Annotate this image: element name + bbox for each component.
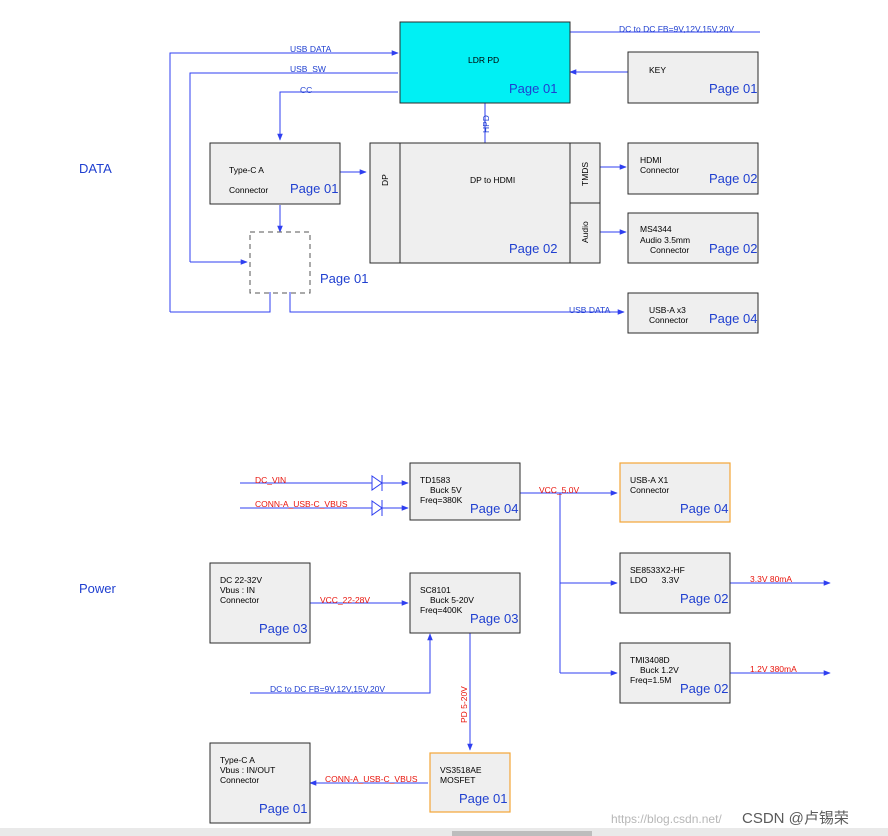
watermark-url: https://blog.csdn.net/ [611,812,722,826]
usb-a-x1-line2: Connector [630,485,669,495]
dc-in-line2: Vbus : IN [220,585,255,595]
diode-dc-vin-icon [371,475,383,491]
tmi3408d-line2: Buck 1.2V [640,665,679,675]
sc8101-block: SC8101 Buck 5-20V Freq=400K Page 03 [409,572,521,634]
usb-a-x3-block: USB-A x3 Connector Page 04 [627,292,759,334]
sc8101-line1: SC8101 [420,585,451,595]
signal-cc: CC [300,85,312,95]
td1583-block: TD1583 Buck 5V Freq=380K Page 04 [409,462,521,521]
dp-to-hdmi-block: DP to HDMI Page 02 DP TMDS Audio [369,142,601,264]
net-3v3: 3.3V 80mA [750,574,792,584]
signal-usb-sw: USB_SW [290,64,326,74]
dp-to-hdmi-label: DP to HDMI [470,175,515,185]
usb-a-x3-line2: Connector [649,315,688,325]
dc-in-block: DC 22-32V Vbus : IN Connector Page 03 [209,562,311,644]
net-1v2: 1.2V 380mA [750,664,797,674]
dc-in-line3: Connector [220,595,259,605]
se8533-line1: SE8533X2-HF [630,565,685,575]
tmi3408d-block: TMI3408D Buck 1.2V Freq=1.5M Page 02 [619,642,731,704]
dp-to-hdmi-page: Page 02 [509,241,557,256]
sc8101-line3: Freq=400K [420,605,463,615]
ms4344-line1: MS4344 [640,224,672,234]
dp-port-label: DP [380,174,390,186]
td1583-line1: TD1583 [420,475,451,485]
type-c-out-line3: Connector [220,775,259,785]
key-label: KEY [649,65,666,75]
net-dc-vin: DC_VIN [255,475,286,485]
type-c-out-line2: Vbus : IN/OUT [220,765,275,775]
tmi3408d-line3: Freq=1.5M [630,675,671,685]
usb-a-x3-page: Page 04 [709,311,757,326]
td1583-line2: Buck 5V [430,485,462,495]
type-c-out-page: Page 01 [259,801,307,816]
key-block: KEY Page 01 [627,51,759,104]
se8533-block: SE8533X2-HF LDO 3.3V Page 02 [619,552,731,614]
ms4344-page: Page 02 [709,241,757,256]
key-page: Page 01 [709,81,757,96]
dc-in-line1: DC 22-32V [220,575,262,585]
net-conn-vbus-out: CONN-A_USB-C_VBUS [325,774,418,784]
switch-page: Page 01 [320,271,368,286]
signal-usb-data-out: USB DATA [569,305,611,315]
type-c-a-page: Page 01 [290,181,338,196]
type-c-a-line2: Connector [229,185,268,195]
se8533-page: Page 02 [680,591,728,606]
net-vcc-5v: VCC_5.0V [539,485,579,495]
vs3518ae-line2: MOSFET [440,775,475,785]
usb-a-x1-page: Page 04 [680,501,728,516]
type-c-out-block: Type-C A Vbus : IN/OUT Connector Page 01 [209,742,311,824]
type-c-a-block: Type-C A Connector Page 01 [209,142,341,205]
hdmi-line2: Connector [640,165,679,175]
power-wires [240,480,831,786]
ms4344-line2: Audio 3.5mm [640,235,690,245]
ms4344-block: MS4344 Audio 3.5mm Connector Page 02 [627,212,759,264]
watermark-brand: CSDN @卢锡荣 [742,810,849,827]
vs3518ae-block: VS3518AE MOSFET Page 01 [429,752,511,813]
dc-in-page: Page 03 [259,621,307,636]
td1583-line3: Freq=380K [420,495,463,505]
net-dc-to-dc-fb: DC to DC FB=9V,12V,15V,20V [270,684,385,694]
ldr-pd-label: LDR PD [468,55,499,65]
se8533-line2: LDO 3.3V [630,575,679,585]
net-vcc-22-28: VCC_22-28V [320,595,370,605]
horizontal-scrollbar[interactable] [0,828,888,836]
signal-dc-to-dc-fb: DC to DC FB=9V,12V,15V,20V [619,24,734,34]
usb-a-x1-block: USB-A X1 Connector Page 04 [619,462,731,523]
tmi3408d-page: Page 02 [680,681,728,696]
vs3518ae-line1: VS3518AE [440,765,482,775]
type-c-out-line1: Type-C A [220,755,255,765]
data-wires [169,31,760,315]
sc8101-page: Page 03 [470,611,518,626]
sc8101-line2: Buck 5-20V [430,595,474,605]
usb-switch-block: Page 01 [249,231,368,294]
net-pd-5-20: PD 5-20V [459,686,469,723]
usb-a-x1-line1: USB-A X1 [630,475,669,485]
type-c-a-line1: Type-C A [229,165,264,175]
vs3518ae-page: Page 01 [459,791,507,806]
ldr-pd-block: LDR PD Page 01 [399,21,571,104]
usb-a-x3-line1: USB-A x3 [649,305,686,315]
hdmi-line1: HDMI [640,155,662,165]
section-label-power: Power [79,581,117,596]
hdmi-page: Page 02 [709,171,757,186]
net-conn-vbus: CONN-A_USB-C_VBUS [255,499,348,509]
tmi3408d-line1: TMI3408D [630,655,670,665]
scrollbar-thumb[interactable] [452,831,592,836]
td1583-page: Page 04 [470,501,518,516]
hdmi-connector-block: HDMI Connector Page 02 [627,142,759,195]
signal-hpd: HPD [481,115,491,133]
diode-vbus-icon [371,500,383,516]
ms4344-line3: Connector [650,245,689,255]
signal-usb-data: USB DATA [290,44,332,54]
section-label-data: DATA [79,161,112,176]
ldr-pd-page: Page 01 [509,81,557,96]
audio-port-label: Audio [580,221,590,243]
tmds-port-label: TMDS [580,162,590,186]
